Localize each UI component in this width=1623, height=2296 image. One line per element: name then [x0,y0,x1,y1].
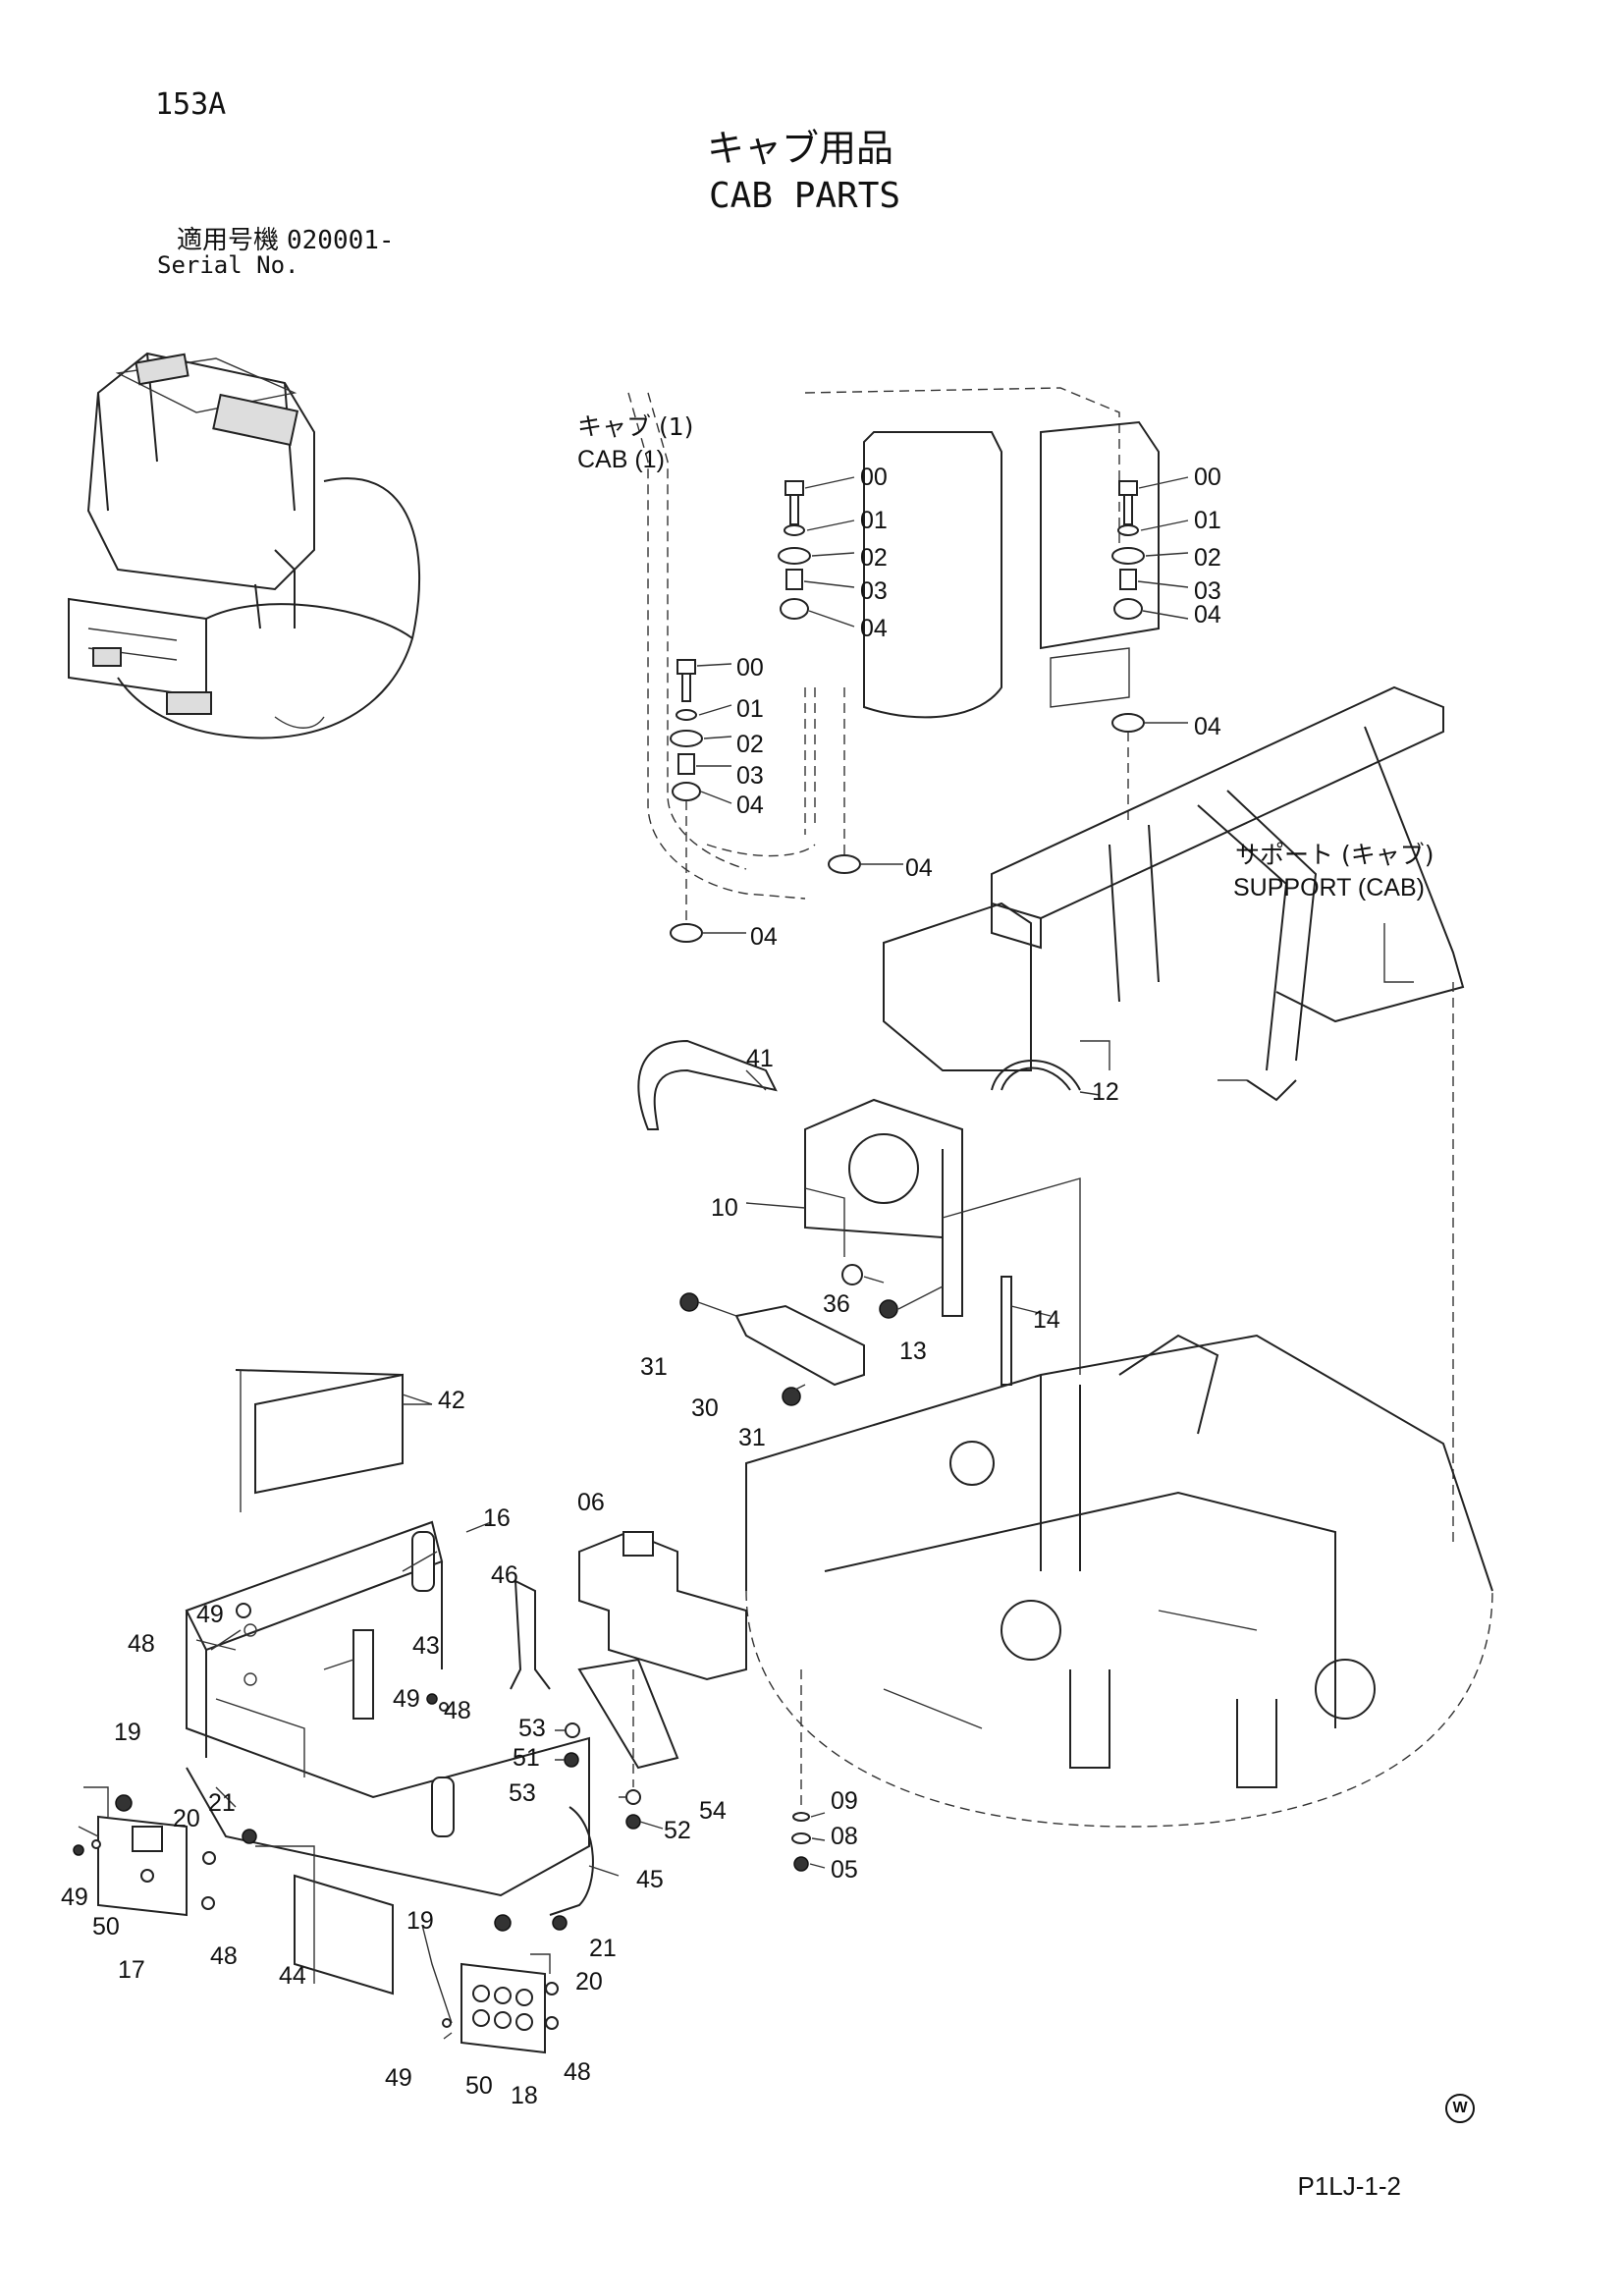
part-number-label: 03 [736,762,764,790]
part-number-label: 18 [511,2082,538,2109]
part-number-label: 49 [385,2064,412,2092]
part-number-label: 14 [1033,1306,1060,1334]
w-mark-icon: W [1445,2094,1475,2123]
part-49-screw [426,1693,438,1705]
part-number-label: 00 [1194,464,1221,491]
cab-label-en: CAB (1) [577,446,665,473]
part-48-washer [439,1702,449,1712]
part-number-label: 01 [860,507,888,534]
part-number-label: 16 [483,1504,511,1532]
part-number-label: 00 [860,464,888,491]
cab-frame [627,387,1160,900]
serial-label-jp: 適用号機 [177,226,280,255]
part-number-label: 50 [92,1913,120,1941]
upper-frame [745,1334,1493,1828]
part-number-label: 43 [412,1632,440,1660]
part-number-label: 01 [1194,507,1221,534]
part-number-label: 01 [736,695,764,723]
part-number-label: 46 [491,1561,518,1589]
serial-value: 020001- [287,226,395,255]
part-48-screw [236,1603,251,1618]
part-number-label: 02 [1194,544,1221,572]
cab-support-frame [883,685,1465,1542]
part-number-label: 13 [899,1338,927,1365]
part-number-label: 50 [465,2072,493,2100]
leader-lines [195,1069,767,1877]
part-18-switch-panel [421,1914,568,2054]
part-06-bracket [555,1530,747,1830]
part-number-label: 49 [393,1685,420,1713]
part-14-strip [1001,1276,1012,1386]
page-title-en: CAB PARTS [709,176,901,216]
support-label-en: SUPPORT (CAB) [1233,874,1425,902]
part-number-label: 02 [736,731,764,758]
part-number-label: 41 [746,1045,774,1072]
mount-hardware-left-bottom [670,659,903,943]
part-number-label: 21 [208,1789,236,1817]
part-12-seal [991,1060,1101,1096]
part-number-label: 45 [636,1866,664,1893]
part-number-label: 52 [664,1817,691,1844]
serial-label-en: Serial No. [157,251,299,279]
part-number-label: 48 [210,1942,238,1970]
part-number-label: 04 [736,792,764,819]
part-number-label: 10 [711,1194,738,1222]
part-number-label: 49 [61,1884,88,1911]
part-10-cover [745,1098,963,1317]
part-number-label: 04 [1194,601,1221,629]
part-number-label: 31 [738,1424,766,1451]
part-number-label: 53 [518,1715,546,1742]
part-number-label: 03 [1194,577,1221,605]
part-41-hose [637,1039,778,1130]
part-number-label: 08 [831,1823,858,1850]
part-number-label: 44 [279,1962,306,1990]
part-42-mat [235,1369,433,1512]
part-number-label: 51 [513,1744,540,1772]
part-44-mat [255,1845,394,1995]
mount-hardware-right-top [1111,476,1189,825]
part-30-bracket [679,1264,944,1406]
part-number-label: 49 [196,1601,224,1628]
mount-hardware-left-top [778,476,855,628]
part-number-label: 48 [444,1697,471,1724]
part-number-label: 12 [1092,1078,1119,1106]
part-number-label: 19 [114,1719,141,1746]
part-number-label: 02 [860,544,888,572]
part-number-label: 30 [691,1394,719,1422]
part-number-label: 04 [860,615,888,642]
support-label-jp: サポート (キャブ) [1235,841,1434,869]
overview-thumbnail [68,352,421,739]
part-number-label: 04 [905,854,933,882]
page-number: 153A [155,87,227,122]
part-number-label: 53 [509,1779,536,1807]
part-number-label: 31 [640,1353,668,1381]
cab-label-jp: キャブ (1) [577,412,694,441]
part-number-label: 06 [577,1489,605,1516]
part-number-label: 00 [736,654,764,682]
page-title-jp: キャブ用品 [707,127,894,170]
part-number-label: 48 [128,1630,155,1658]
part-46-rod [510,1580,551,1690]
part-17-switch-panel [73,1786,257,1917]
parts-09-08-05 [791,1669,826,1872]
part-number-label: 03 [860,577,888,605]
part-number-label: 42 [438,1387,465,1414]
part-number-label: 20 [173,1805,200,1832]
drawing-code: P1LJ-1-2 [1297,2171,1402,2201]
part-number-label: 19 [406,1907,434,1935]
part-number-label: 09 [831,1787,858,1815]
part-number-label: 36 [823,1290,850,1318]
part-number-label: 21 [589,1935,617,1962]
part-number-label: 20 [575,1968,603,1995]
part-number-label: 17 [118,1956,145,1984]
part-number-label: 48 [564,2058,591,2086]
part-number-label: 54 [699,1797,727,1825]
part-number-label: 05 [831,1856,858,1884]
part-number-label: 04 [750,923,778,951]
part-number-label: 04 [1194,713,1221,740]
